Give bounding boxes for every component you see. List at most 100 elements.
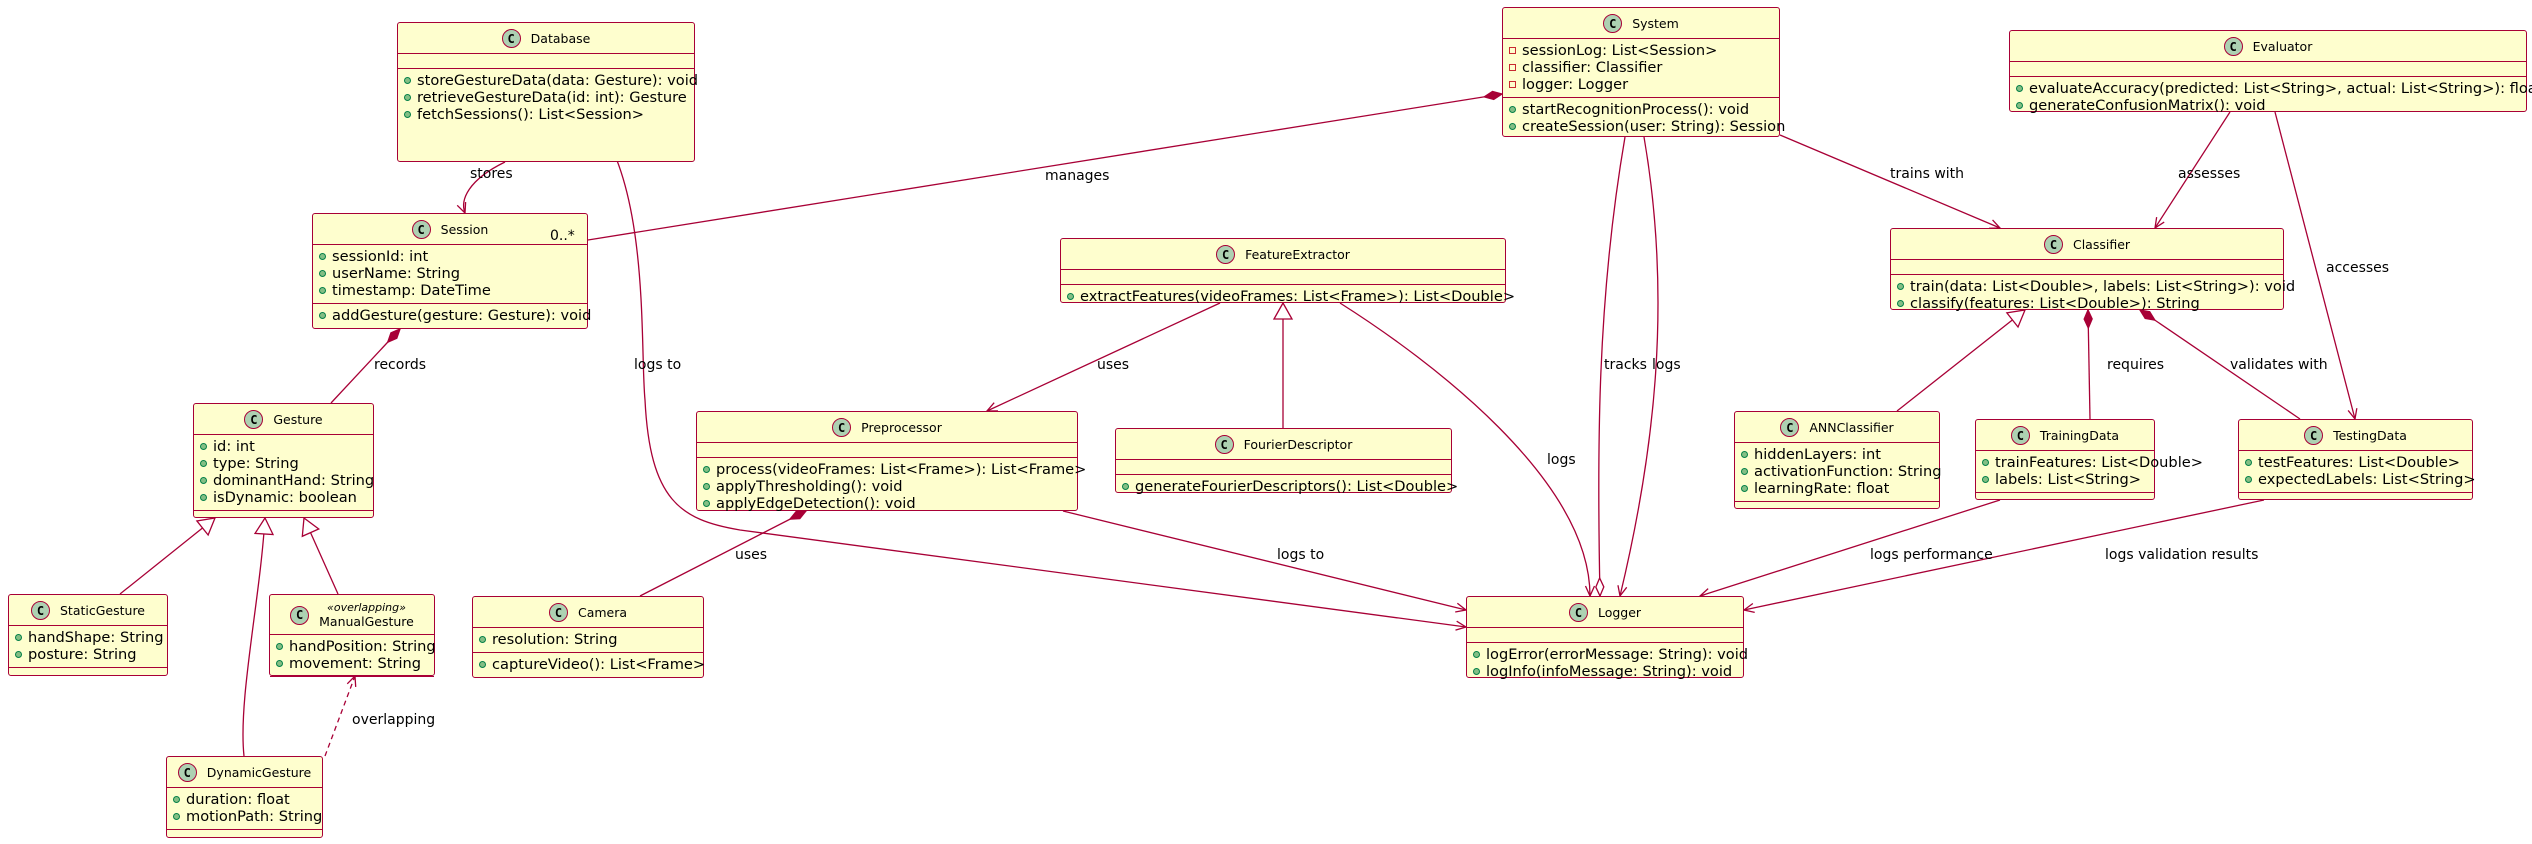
- public-visibility-icon: [276, 660, 283, 667]
- member-text: dominantHand: String: [213, 472, 375, 489]
- relation-line-pre-logger: [1062, 510, 1467, 611]
- methods-section: addGesture(gesture: Gesture): void: [313, 303, 591, 328]
- class-icon: C: [30, 601, 50, 620]
- relation-label: accesses: [2326, 260, 2390, 276]
- class-name-wrap: Preprocessor: [861, 420, 942, 435]
- public-visibility-icon: [15, 634, 22, 641]
- relation-line-pre-camera: [639, 510, 807, 597]
- public-visibility-icon: [479, 661, 486, 668]
- methods-section: [9, 667, 167, 682]
- class-name-wrap: Database: [531, 31, 591, 46]
- multiplicity-label: 0..*: [550, 228, 575, 244]
- class-name-wrap: Camera: [578, 605, 627, 620]
- member-text: userName: String: [332, 265, 460, 282]
- member-text: generateFourierDescriptors(): List<Doubl…: [1135, 478, 1459, 495]
- attributes-section: [1467, 627, 1743, 642]
- public-visibility-icon: [703, 483, 710, 490]
- public-visibility-icon: [319, 253, 326, 260]
- class-icon: C: [1568, 603, 1588, 622]
- member-text: classify(features: List<Double>): String: [1910, 295, 2200, 312]
- class-name: Evaluator: [2252, 39, 2313, 54]
- member-text: duration: float: [186, 791, 290, 808]
- class-icon: C: [2223, 37, 2243, 56]
- method: generateConfusionMatrix(): void: [2016, 97, 2520, 114]
- attribute: resolution: String: [479, 631, 697, 648]
- arrowhead-icon: [1742, 603, 1755, 613]
- method: generateFourierDescriptors(): List<Doubl…: [1122, 478, 1458, 495]
- member-text: storeGestureData(data: Gesture): void: [417, 72, 699, 89]
- relation-line-db-session: [463, 161, 506, 214]
- method: createSession(user: String): Session: [1509, 118, 1785, 135]
- class-header: C Database: [398, 23, 694, 53]
- arrowhead-icon: [2154, 217, 2165, 230]
- method: extractFeatures(videoFrames: List<Frame>…: [1067, 288, 1515, 305]
- public-visibility-icon: [703, 500, 710, 507]
- relation-line-system-classifier: [1779, 134, 2001, 229]
- private-visibility-icon: [1509, 47, 1516, 54]
- class-name-wrap: FourierDescriptor: [1244, 437, 1353, 452]
- relation-label: manages: [1045, 168, 1110, 184]
- class-name-wrap: Evaluator: [2253, 39, 2313, 54]
- public-visibility-icon: [319, 270, 326, 277]
- class-name-wrap: System: [1632, 16, 1679, 31]
- relation-label: logs validation results: [2105, 547, 2259, 563]
- relation-line-db-logger: [594, 119, 1467, 628]
- member-text: fetchSessions(): List<Session>: [417, 106, 644, 123]
- attribute: classifier: Classifier: [1509, 59, 1773, 76]
- relation-label: tracks: [1604, 357, 1647, 373]
- attributes-section: [2010, 61, 2526, 76]
- public-visibility-icon: [1509, 123, 1516, 130]
- attribute: dominantHand: String: [200, 472, 374, 489]
- relation-label: assesses: [2178, 166, 2241, 182]
- private-visibility-icon: [1509, 81, 1516, 88]
- methods-section: train(data: List<Double>, labels: List<S…: [1891, 274, 2295, 316]
- attributes-section: [1116, 459, 1451, 474]
- methods-section: [270, 676, 434, 691]
- attribute: posture: String: [15, 646, 161, 663]
- class-evaluator[interactable]: C Evaluator evaluateAccuracy(predicted: Li…: [2009, 30, 2532, 114]
- public-visibility-icon: [479, 636, 486, 643]
- relation-line-evaluator-classifier: [2154, 111, 2231, 229]
- member-text: expectedLabels: List<String>: [2258, 471, 2476, 488]
- class-name: FeatureExtractor: [1245, 247, 1350, 262]
- class-name-wrap: DynamicGesture: [207, 765, 311, 780]
- class-name-wrap: FeatureExtractor: [1245, 247, 1350, 262]
- class-icon: C: [2043, 235, 2063, 254]
- class-icon: C: [501, 29, 521, 48]
- method: startRecognitionProcess(): void: [1509, 101, 1773, 118]
- class-name-wrap: Session: [441, 222, 489, 237]
- member-text: handShape: String: [28, 629, 164, 646]
- class-database[interactable]: C Database storeGestureData(data: Gesture)…: [397, 22, 698, 162]
- public-visibility-icon: [200, 460, 207, 467]
- relation-label: uses: [1097, 357, 1130, 373]
- class-name: ManualGesture: [319, 614, 414, 629]
- private-visibility-icon: [1509, 64, 1516, 71]
- method: evaluateAccuracy(predicted: List<String>…: [2016, 80, 2532, 97]
- class-name: TrainingData: [2039, 428, 2120, 443]
- class-name-wrap: Logger: [1598, 605, 1641, 620]
